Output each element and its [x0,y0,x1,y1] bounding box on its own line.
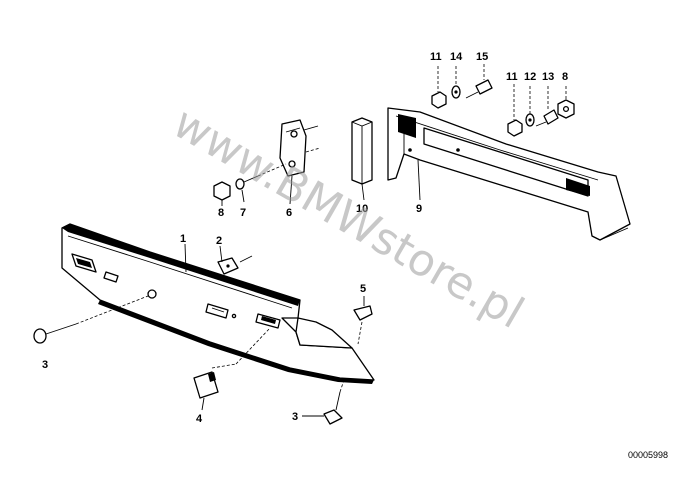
callout-15: 15 [476,51,488,63]
callout-5: 5 [360,283,366,295]
plate-clip [217,255,253,275]
leader-lines [184,159,421,417]
callout-3-left: 3 [42,359,48,371]
callout-11-left: 11 [430,51,442,63]
callouts: 1 2 3 4 5 3 6 7 8 10 9 11 14 15 11 12 13… [42,51,568,425]
bracket [279,119,321,177]
grommet-11-left [431,66,447,109]
callout-8-right: 8 [562,71,568,83]
expanding-rivet [353,305,373,345]
callout-8-left: 8 [218,207,224,219]
foam-strip [351,117,373,185]
callout-10: 10 [356,203,368,215]
nut-8-right [557,86,575,119]
callout-13: 13 [542,71,554,83]
plate-holder [387,107,631,241]
drawing-number: 00005998 [628,450,668,460]
callout-1: 1 [180,233,186,245]
callout-7: 7 [240,207,246,219]
grommet-11-right [507,84,523,137]
clip-holder [193,327,271,399]
callout-11-right: 11 [506,71,518,83]
screw-bottom [323,379,345,425]
lower-trim-panel [61,223,375,384]
callout-2: 2 [216,235,222,247]
washer-14 [451,66,461,99]
callout-4: 4 [196,413,203,425]
callout-12: 12 [524,71,536,83]
callout-9: 9 [416,203,422,215]
callout-6: 6 [286,207,292,219]
washer-12 [525,86,535,127]
screw-7 [235,163,287,190]
callout-14: 14 [450,51,463,63]
callout-3-bottom: 3 [292,411,298,423]
screw-15 [465,64,493,99]
screw-left [33,295,149,344]
screw-13 [535,86,559,127]
nut-left [213,181,231,201]
